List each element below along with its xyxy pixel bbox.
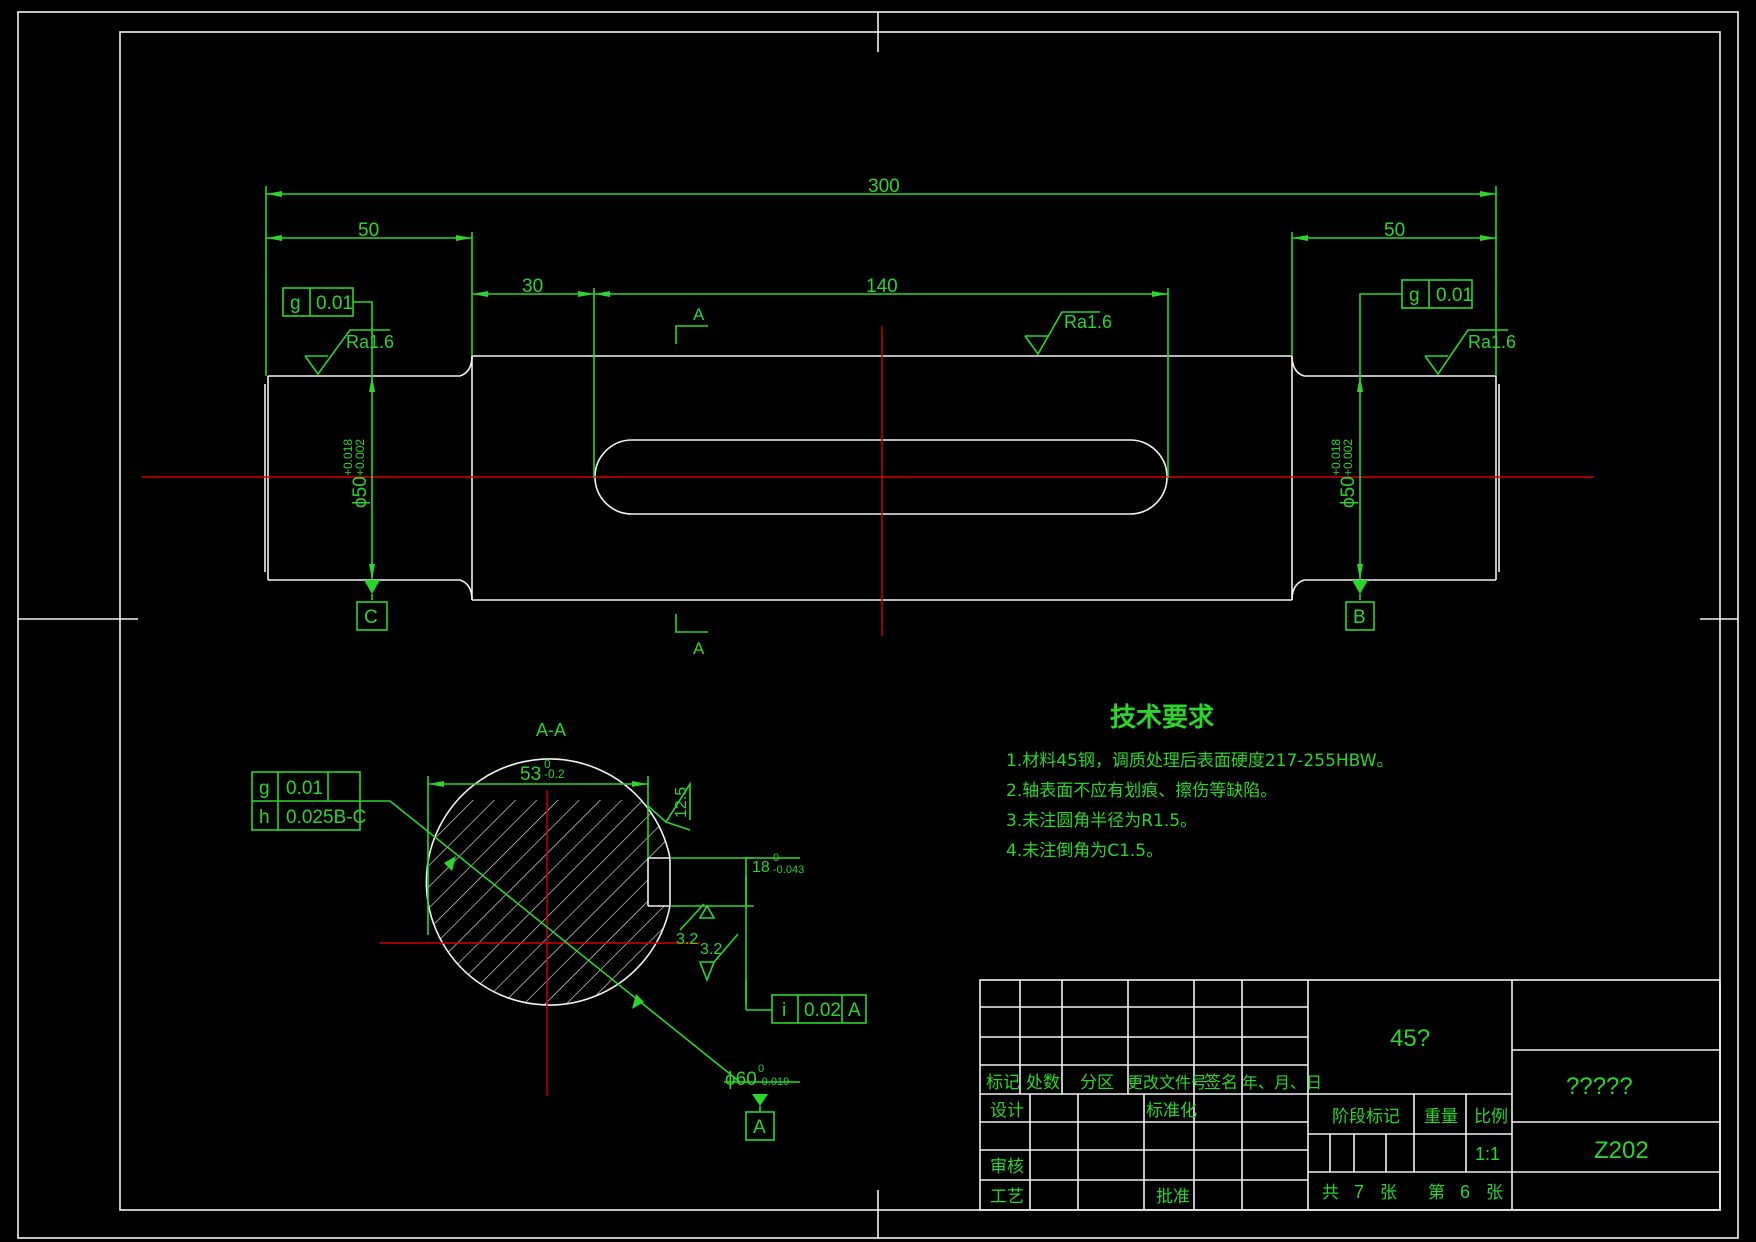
tolerance-frames-gh: g 0.01 h 0.025B-C [251, 771, 800, 1083]
tb-zone: 分区 [1080, 1073, 1114, 1093]
tol-right-value: 0.01 [1436, 285, 1473, 306]
tb-sheets-total: 7 [1354, 1182, 1364, 1202]
key-width-tol-up: 0 [773, 852, 779, 864]
tech-req-item-1: 1.材料45钢，调质处理后表面硬度217-255HBW。 [1006, 751, 1394, 771]
tb-mark: 标记 [986, 1073, 1020, 1093]
key-roughness-symbols [679, 903, 739, 983]
tb-sheets-total-prefix: 共 [1322, 1183, 1339, 1203]
tb-drawing-no: Z202 [1594, 1137, 1649, 1164]
tb-signature: 签名 [1204, 1073, 1238, 1093]
left-diameter-tol-up: +0.018 [341, 439, 355, 476]
datum-a-label: A [753, 1117, 766, 1138]
tb-standardize: 标准化 [1146, 1101, 1197, 1121]
tb-approve: 批准 [1156, 1187, 1190, 1207]
tol-g-value: 0.01 [286, 778, 323, 799]
section-diameter: ϕ60 [725, 1069, 757, 1090]
datum-b-label: B [1353, 607, 1366, 628]
tb-scale-label: 比例 [1474, 1107, 1508, 1127]
left-diameter-tol-low: +0.002 [353, 439, 367, 476]
tol-g-symbol: g [259, 778, 270, 799]
dim-right-end: 50 [1384, 220, 1405, 241]
key-width-tol-low: -0.043 [773, 864, 804, 876]
diameter-arrows [369, 376, 1363, 580]
depth-arrows [428, 781, 648, 787]
tb-review: 审核 [990, 1157, 1024, 1177]
section-depth: 53 [520, 764, 541, 785]
dim-left-end: 50 [358, 220, 379, 241]
right-diameter: ϕ50 [1338, 476, 1359, 508]
section-title: A-A [536, 720, 566, 740]
key-width: 18 [752, 859, 770, 876]
tolerance-frame-left: g 0.01 [282, 287, 373, 376]
tb-part-name: ????? [1566, 1073, 1633, 1100]
tb-weight: 重量 [1424, 1107, 1458, 1127]
roughness-symbols [304, 311, 1508, 376]
depth-dimension [427, 776, 649, 935]
datum-b: B [1345, 580, 1375, 631]
tol-h-symbol: h [259, 807, 270, 828]
roughness-middle: Ra1.6 [1064, 312, 1112, 332]
section-diameter-tol-up: 0 [758, 1063, 764, 1075]
right-diameter-tol-low: +0.002 [1341, 439, 1355, 476]
left-diameter-group: ϕ50 +0.018 +0.002 [341, 439, 371, 508]
right-diameter-group: ϕ50 +0.018 +0.002 [1329, 439, 1359, 508]
inner-drawing-border [119, 31, 1721, 1211]
tech-req-item-2: 2.轴表面不应有划痕、擦伤等缺陷。 [1006, 781, 1277, 801]
tol-right-symbol: g [1409, 285, 1420, 306]
section-mark-bottom: A [693, 639, 705, 658]
tol-i-symbol: i [782, 1000, 786, 1021]
tb-design: 设计 [990, 1101, 1024, 1121]
roughness-left: Ra1.6 [346, 332, 394, 352]
tb-sheet-no: 6 [1460, 1182, 1470, 1202]
tb-sheet-prefix: 第 [1428, 1183, 1445, 1203]
tb-date: 年、月、日 [1242, 1073, 1322, 1092]
outer-roughness-value: 12.5 [673, 787, 690, 818]
title-block-grid [979, 979, 1721, 1211]
centering-marks [18, 12, 1738, 1238]
dim-shoulder: 30 [522, 276, 543, 297]
section-shape [425, 758, 671, 1006]
datum-c-label: C [364, 607, 378, 628]
datum-a: A [745, 1094, 775, 1141]
dim-overall: 300 [868, 176, 900, 197]
section-cut-marks [675, 325, 708, 633]
tol-i-datum: A [848, 1000, 861, 1021]
dim-keyway: 140 [866, 276, 898, 297]
outer-roughness [647, 781, 691, 831]
dimension-lines [265, 186, 1497, 478]
tol-h-value: 0.025B-C [286, 807, 366, 828]
tolerance-frame-right: g 0.01 [1359, 279, 1473, 376]
tb-sheets-total-suffix: 张 [1380, 1183, 1397, 1203]
tech-req-item-4: 4.未注倒角为C1.5。 [1006, 841, 1163, 861]
key-rough-1: 3.2 [676, 931, 698, 948]
tb-process: 工艺 [990, 1187, 1024, 1207]
tech-req-item-3: 3.未注圆角半径为R1.5。 [1006, 811, 1197, 831]
tolerance-frame-i: i 0.02 A [745, 980, 867, 1024]
tb-material: 45? [1390, 1025, 1430, 1052]
datum-c: C [356, 580, 388, 631]
roughness-right: Ra1.6 [1468, 332, 1516, 352]
keyway-slot [594, 439, 1168, 515]
right-diameter-tol-up: +0.018 [1329, 439, 1343, 476]
tb-stage-mark: 阶段标记 [1332, 1107, 1400, 1127]
section-depth-tol-low: -0.2 [544, 767, 565, 781]
tb-scale: 1:1 [1475, 1144, 1500, 1164]
tb-change-doc: 更改文件号 [1127, 1073, 1207, 1092]
section-mark-top: A [693, 305, 705, 324]
tb-count: 处数 [1026, 1073, 1060, 1093]
tech-req-title: 技术要求 [1110, 703, 1214, 733]
left-diameter: ϕ50 [350, 476, 371, 508]
key-rough-2: 3.2 [700, 941, 722, 958]
section-diameter-tol-low: -0.019 [758, 1076, 789, 1088]
tol-i-value: 0.02 [804, 1000, 841, 1021]
dimension-arrows [266, 191, 1496, 297]
tol-left-value: 0.01 [316, 293, 353, 314]
section-depth-tol-up: 0 [544, 757, 551, 771]
tol-left-symbol: g [290, 293, 301, 314]
diameter-dim-lines [371, 376, 1361, 580]
tb-sheet-suffix: 张 [1486, 1183, 1503, 1203]
